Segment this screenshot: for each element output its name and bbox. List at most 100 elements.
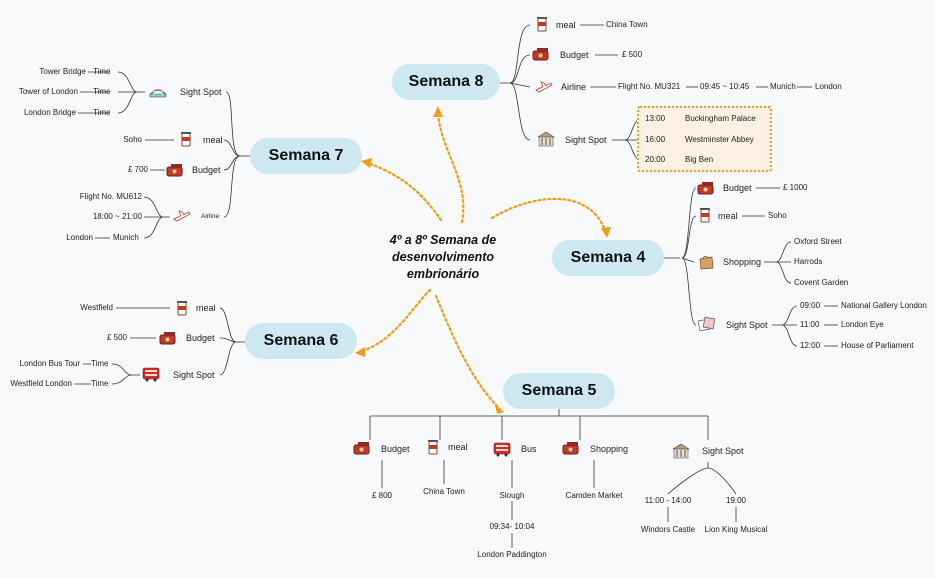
money-stack-icon	[353, 442, 370, 455]
w5-sight-time-2: 19:00	[725, 496, 747, 505]
money-stack-icon	[532, 48, 549, 61]
bridge-icon	[149, 89, 167, 98]
arrowhead-semana-4	[601, 227, 611, 238]
w8-sight-place-1: Buckingham Palace	[685, 114, 756, 123]
w4-budget-value: £ 1000	[783, 183, 808, 192]
w8-sight-time-2: 16:00	[645, 135, 666, 144]
w4-budget-label: Budget	[723, 183, 752, 193]
week-node-semana-6[interactable]: Semana 6	[245, 323, 357, 359]
w5-bus-label: Bus	[521, 444, 537, 454]
branch-w6-budget	[219, 337, 237, 343]
connector-semana-8	[436, 110, 465, 224]
arrowhead-semana-8	[433, 106, 443, 117]
branch-w6-meal	[219, 307, 245, 343]
money-stack-icon	[697, 182, 714, 195]
branch-w5-trunk	[369, 409, 709, 440]
w6-meal-label: meal	[196, 303, 216, 313]
w7-budget-value: £ 700	[127, 165, 148, 174]
week-node-semana-5[interactable]: Semana 5	[503, 373, 615, 409]
w4-sight-time-2: 11:00	[800, 320, 820, 329]
airplane-icon	[173, 210, 191, 222]
airplane-icon	[535, 81, 553, 93]
w4-sight-label: Sight Spot	[726, 320, 768, 330]
w6-sight-time-2: Time	[91, 379, 109, 388]
w4-shopping-label: Shopping	[723, 257, 762, 267]
central-topic-line-1: 4º a 8º Semana de	[389, 233, 497, 247]
w7-sight-place-3: London Bridge	[23, 108, 76, 117]
w4-shopping-item-1: Oxford Street	[794, 237, 842, 246]
w7-budget-label: Budget	[192, 165, 221, 175]
branch-w8-meal	[500, 24, 531, 84]
shopping-bag-icon	[699, 255, 714, 270]
w5-sight-label: Sight Spot	[702, 446, 744, 456]
arrowhead-semana-6	[355, 347, 365, 357]
w5-bus-time: 09:34- 10:04	[489, 522, 535, 531]
week-node-semana-4[interactable]: Semana 4	[552, 240, 664, 276]
branch-w4-meal	[681, 215, 697, 259]
w4-sight-place-1: National Gallery London	[841, 301, 927, 310]
w8-sight-place-3: Big Ben	[685, 155, 714, 164]
w7-sight-label: Sight Spot	[180, 87, 222, 97]
double-decker-bus-icon	[493, 442, 511, 457]
week-node-semana-8[interactable]: Semana 8	[392, 64, 500, 100]
w6-sight-place-2: Westfield London	[10, 379, 72, 388]
connector-semana-6	[358, 288, 432, 354]
connector-semana-4	[490, 197, 608, 235]
w8-airline-time: 09:45 ~ 10:45	[700, 82, 750, 91]
w4-sight-time-3: 12:00	[800, 341, 821, 350]
w7-sight-time-1: Time	[93, 67, 111, 76]
w8-meal-value: China Town	[606, 20, 648, 29]
palace-building-icon	[537, 131, 555, 147]
branch-w7-sight	[225, 91, 250, 157]
w7-meal-label: meal	[203, 135, 223, 145]
double-decker-bus-icon	[142, 367, 160, 382]
coffee-cup-icon	[181, 132, 191, 147]
w5-bus-to: London Paddington	[477, 550, 547, 559]
w5-meal-value: China Town	[423, 487, 465, 496]
palace-building-icon	[672, 443, 690, 459]
w5-sight-time-1: 11:00 - 14:00	[644, 496, 692, 505]
connector-semana-7	[366, 161, 443, 222]
w4-sight-time-1: 09:00	[800, 301, 821, 310]
branch-w8-sight	[509, 82, 531, 141]
w6-sight-time-1: Time	[91, 359, 109, 368]
arrowhead-semana-5	[495, 405, 504, 414]
branch-w7-budget	[223, 155, 241, 171]
w8-airline-from: Munich	[770, 82, 796, 91]
week-node-semana-7[interactable]: Semana 7	[250, 138, 362, 174]
w5-shopping-value: Camden Market	[565, 491, 623, 500]
arrowhead-semana-7	[361, 158, 372, 168]
w4-shopping-item-3: Covent Garden	[794, 278, 849, 287]
w8-budget-label: Budget	[560, 50, 589, 60]
w8-meal-label: meal	[556, 20, 576, 30]
w8-airline-label: Airline	[561, 82, 587, 92]
w5-bus-from: Slough	[499, 491, 525, 500]
sight-spot-highlight-box	[637, 106, 772, 172]
w4-meal-label: meal	[718, 211, 738, 221]
branch-w8-airline	[509, 82, 531, 88]
w7-sight-time-3: Time	[93, 108, 111, 117]
branch-w7-meal	[223, 139, 241, 157]
central-topic[interactable]: 4º a 8º Semana de desenvolvimento embrio…	[372, 232, 514, 283]
w5-budget-label: Budget	[381, 444, 410, 454]
w5-sight-place-1: Windors Castle	[640, 525, 696, 534]
coffee-cup-icon	[177, 301, 187, 316]
branch-w8-budget	[509, 54, 531, 84]
w7-airline-label: Airline	[201, 213, 220, 220]
w6-sight-place-1: London Bus Tour	[19, 359, 80, 368]
w8-airline-to: London	[815, 82, 842, 91]
money-stack-icon	[166, 164, 183, 177]
w7-airline-to: Munich	[113, 233, 139, 242]
w6-meal-value: Westfield	[80, 303, 113, 312]
w4-meal-value: Soho	[768, 211, 787, 220]
branch-w4-sight	[681, 257, 697, 326]
coffee-cup-icon	[428, 440, 438, 455]
w4-sight-place-2: London Eye	[841, 320, 884, 329]
photo-cards-icon	[698, 316, 716, 332]
w4-sight-place-3: House of Parliament	[841, 341, 914, 350]
central-topic-line-3: embrionário	[406, 267, 480, 281]
w6-budget-value: £ 500	[106, 333, 127, 342]
w5-budget-value: £ 800	[371, 491, 393, 500]
money-stack-icon	[562, 442, 579, 455]
w8-sight-time-1: 13:00	[645, 114, 666, 123]
